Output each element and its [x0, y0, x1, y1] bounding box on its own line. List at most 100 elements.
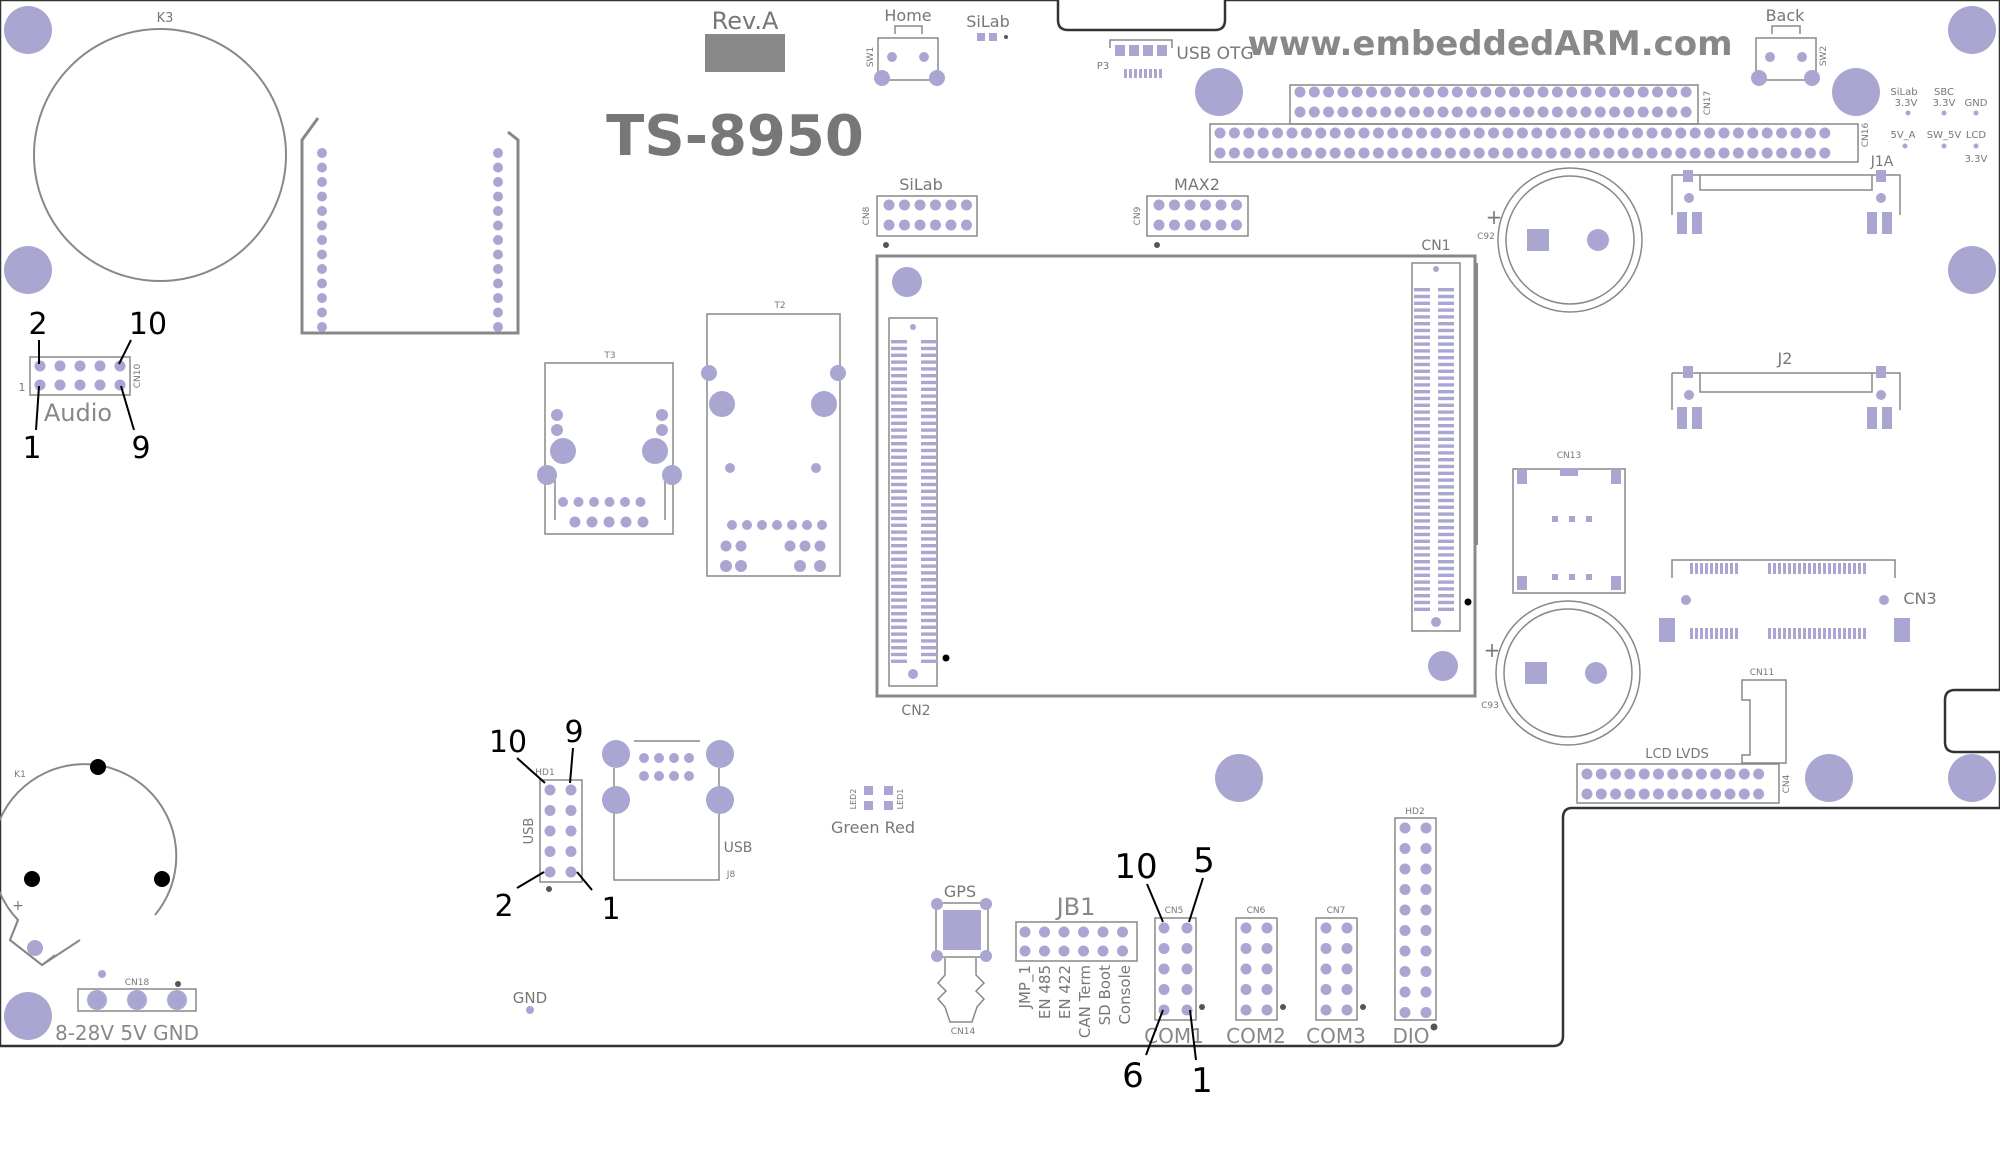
pad [921, 340, 937, 344]
pin [74, 379, 86, 391]
pin [1257, 127, 1269, 139]
pin [589, 497, 599, 507]
cn17-header: CN17 [1289, 84, 1713, 125]
pin [1399, 884, 1411, 895]
svg-text:C93: C93 [1481, 701, 1499, 711]
pad [1813, 628, 1816, 639]
pad [921, 557, 937, 561]
pin [1200, 199, 1211, 211]
svg-text:1: 1 [1191, 1061, 1213, 1101]
pin [654, 771, 664, 781]
mounting-hole [4, 6, 52, 54]
pad [891, 659, 907, 663]
pad [1414, 308, 1430, 312]
power-indicators: SiLab 3.3V SBC 3.3V GND 5V_A SW_5V LCD 3… [1890, 87, 1987, 165]
pin [1097, 945, 1109, 957]
pin [1423, 106, 1435, 118]
pin [1153, 199, 1165, 211]
svg-text:CN17: CN17 [1703, 91, 1713, 115]
pin [772, 520, 782, 530]
pad [1690, 563, 1693, 574]
pad [1438, 301, 1454, 305]
pin [1320, 963, 1332, 975]
mounting-hole [4, 246, 52, 294]
pin [1243, 127, 1255, 139]
pin [1380, 86, 1392, 98]
pin [1231, 219, 1242, 231]
pin [1329, 127, 1341, 139]
pad [1438, 478, 1454, 482]
svg-text:EN 485: EN 485 [1036, 965, 1054, 1019]
pad [1414, 376, 1430, 380]
pad [921, 401, 937, 405]
svg-text:10: 10 [489, 725, 527, 760]
pin [1753, 788, 1765, 800]
svg-text:GPS: GPS [944, 882, 976, 901]
pad [1438, 519, 1454, 523]
pin [114, 379, 126, 391]
pad [891, 374, 907, 378]
pad [1438, 390, 1454, 394]
svg-text:LED1: LED1 [896, 789, 905, 810]
pin [1652, 106, 1663, 118]
pad [921, 414, 937, 419]
pad [1730, 563, 1733, 574]
pad [1438, 328, 1454, 333]
pin [1566, 106, 1578, 118]
pin [1430, 127, 1442, 139]
pad [1414, 369, 1430, 373]
pad [1438, 587, 1454, 591]
pad [1725, 628, 1728, 639]
pad [1438, 498, 1454, 503]
pin [1394, 106, 1406, 118]
mounting-hole [1195, 68, 1243, 116]
pin [317, 220, 327, 231]
com1-header: CN5 COM1 [1144, 906, 1205, 1048]
pad [1803, 628, 1806, 639]
pad [1414, 505, 1430, 509]
pin [1675, 127, 1687, 139]
svg-text:CN5: CN5 [1165, 906, 1184, 916]
pin [317, 235, 327, 245]
pin [1623, 106, 1635, 118]
pad [1438, 607, 1454, 611]
pin [1819, 147, 1831, 159]
pin [1243, 147, 1255, 159]
pad [1848, 563, 1851, 574]
pin [1286, 127, 1298, 139]
pad [1863, 628, 1866, 639]
svg-text:10: 10 [1114, 847, 1157, 887]
pad [891, 346, 907, 351]
pad [1414, 417, 1430, 421]
audio-header: Audio CN10 1 [19, 356, 143, 427]
pin [1516, 127, 1528, 139]
svg-text:J8: J8 [726, 870, 736, 880]
pad [891, 530, 907, 534]
pad [1414, 573, 1430, 577]
pad [1438, 600, 1454, 605]
pin [883, 199, 895, 211]
pin [1574, 147, 1586, 159]
pad [891, 421, 907, 425]
pad [1735, 628, 1738, 639]
pin [1039, 945, 1050, 957]
pin [1451, 106, 1463, 118]
pin [493, 264, 503, 274]
pad [921, 428, 937, 432]
k3-relay [33, 28, 287, 282]
svg-text:CN7: CN7 [1327, 906, 1346, 916]
pad [921, 367, 937, 371]
pad [1414, 587, 1430, 591]
pin [1666, 106, 1678, 118]
pin [1480, 106, 1492, 118]
pin [1560, 127, 1572, 139]
pin [1632, 127, 1644, 139]
pin [1595, 788, 1607, 800]
pin [1420, 1007, 1432, 1018]
pad [1414, 294, 1430, 299]
pin [94, 379, 106, 391]
pad [1438, 417, 1454, 421]
pad [1700, 563, 1703, 574]
pin [565, 805, 577, 816]
pin [1566, 86, 1578, 98]
